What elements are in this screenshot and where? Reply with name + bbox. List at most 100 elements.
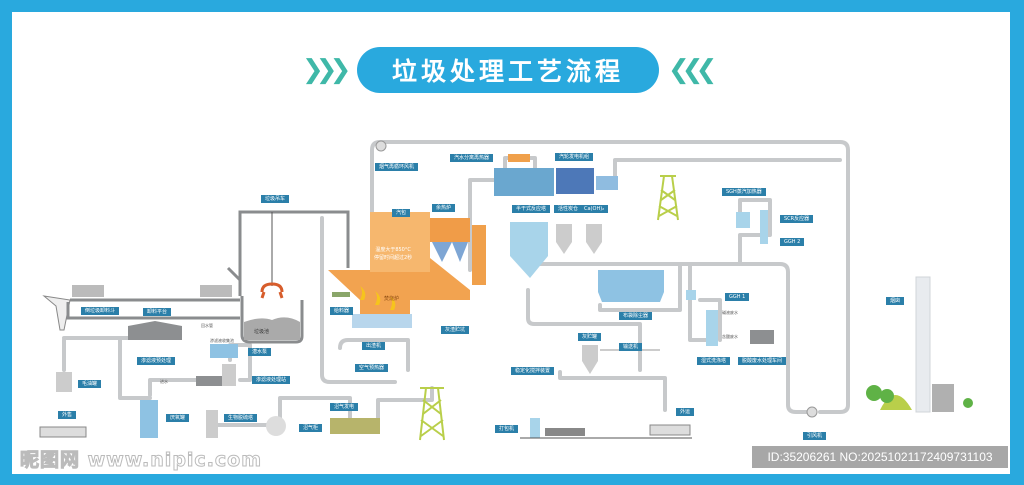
pipe-bag-out <box>598 262 682 312</box>
pipe-scrubber-loop <box>698 298 722 342</box>
pipe-boiler-loop2 <box>338 338 410 372</box>
chimney-scene <box>375 140 973 418</box>
label-ash-silo: 灰贮罐 <box>578 333 602 341</box>
chevron-right-icon: ❯❯❯ <box>302 55 351 85</box>
crane-structure <box>226 210 350 344</box>
pipe-scr-loop <box>738 198 772 266</box>
label-anaerobic-tank: 厌氧罐 <box>166 414 190 422</box>
pipe-main-horizontal <box>528 262 810 414</box>
label-semi-dry-reactor: 半干式反应塔 <box>512 205 551 213</box>
label-conveyor: 输送机 <box>619 343 643 351</box>
pipe-leachate-a <box>118 336 152 400</box>
ash-handling <box>520 345 692 439</box>
feeder-plate <box>332 292 350 297</box>
label-calcium-hydroxide: Ca(OH)₂ <box>580 205 609 213</box>
pipe-boiler-loop <box>320 216 397 384</box>
label-biogas-treatment: 生物脱硫塔 <box>224 414 258 422</box>
watermark-id: ID:35206261 NO:20251021172409731103 <box>752 446 1008 468</box>
label-slag-pit: 灰渣贮坑 <box>441 326 470 334</box>
boiler-body <box>370 212 430 272</box>
small-label-water: 回水管 <box>201 323 213 328</box>
leachate-pit <box>210 344 238 358</box>
label-slag-extractor: 出渣机 <box>362 342 386 350</box>
page-title: 垃圾处理工艺流程 <box>357 47 659 93</box>
packer-box <box>530 418 540 438</box>
small-label-waste-water: 含酸废水 <box>722 334 738 339</box>
incinerator <box>328 212 486 328</box>
pipe-top-loop <box>370 140 850 414</box>
label-activated-carbon: 活性炭仓 <box>554 205 583 213</box>
building <box>932 384 954 412</box>
label-leachate-pump: 潜水泵 <box>248 348 272 356</box>
label-turbine-generator: 汽轮发电机组 <box>555 153 594 161</box>
economizer <box>472 225 486 285</box>
pipe-bottom-ash <box>558 370 667 412</box>
label-garbage-pit: 垃圾池 <box>254 329 270 335</box>
small-label-acid-water: 碱液废水 <box>722 310 738 315</box>
label-wet-scrubber: 湿式洗涤塔 <box>697 357 731 365</box>
label-sgh-heater: SGH蒸汽加热器 <box>722 188 766 196</box>
biotreatment-tower <box>206 410 218 438</box>
pipe-turbine-out <box>613 158 842 180</box>
tree-icon <box>880 389 894 403</box>
label-feeder: 给料器 <box>330 307 354 315</box>
reactor-and-silos <box>510 222 602 278</box>
biogas-engine <box>330 418 380 434</box>
tanker-left <box>39 426 87 438</box>
label-bag-filter: 布袋除尘器 <box>619 312 653 320</box>
label-biogas-generator: 沼气发电 <box>330 403 359 411</box>
label-grab-crane: 垃圾吊车 <box>261 195 290 203</box>
small-label-inlet: 进水 <box>160 379 168 384</box>
recirculation-fan-icon <box>375 140 387 152</box>
leachate-area <box>39 344 380 438</box>
anaerobic-tank <box>140 400 158 438</box>
transmission-tower-bottom <box>419 387 445 441</box>
label-wastewater-plant: 脱酸废水处理车间 <box>738 357 787 365</box>
transmission-tower-top <box>657 175 679 221</box>
label-garbage-truck-unloading: 倒垃圾卸料斗 <box>81 307 120 315</box>
pipe-ggh-loop <box>688 262 712 342</box>
label-leachate-tank: 渗滤液收集池 <box>210 338 234 343</box>
label-leachate-station: 渗滤液处理站 <box>252 376 291 384</box>
label-scr-reactor: SCR反应器 <box>780 215 814 223</box>
unloading-platform <box>42 285 240 340</box>
turbine-unit <box>494 154 618 196</box>
label-furnace: 焚烧炉 <box>384 296 400 302</box>
leachate-plant <box>196 376 226 386</box>
label-packer: 打包机 <box>495 425 519 433</box>
label-leachate-pretreatment: 渗滤液预处理 <box>137 357 176 365</box>
watermark-logo: 昵图网 www.nipic.com <box>19 449 263 472</box>
label-superheater: 余热炉 <box>432 204 456 212</box>
pipe-reactor-down <box>526 288 642 372</box>
pretreatment-building <box>128 326 182 340</box>
garbage-pile <box>244 317 300 340</box>
label-air-preheater: 空气预热器 <box>355 364 389 372</box>
diesel-tank <box>56 372 72 392</box>
pipe-generator-tower <box>376 386 434 420</box>
chevron-left-icon: ❮❮❮ <box>668 55 717 85</box>
label-steam-drum: 汽包 <box>392 209 411 217</box>
flame-icons <box>360 286 396 310</box>
label-flue-gas-recirculation-fan: 烟气再循环风机 <box>375 163 419 171</box>
garbage-truck-left <box>72 285 104 297</box>
label-outbound: 外售 <box>58 411 77 419</box>
label-stabilization-mixer: 稳定化搅拌装置 <box>511 367 555 375</box>
leachate-tank <box>222 364 236 386</box>
label-chimney: 烟囱 <box>886 297 905 305</box>
label-ggh2: GGH 2 <box>780 238 805 246</box>
chimney <box>915 276 931 413</box>
tree-icon <box>963 398 973 408</box>
grate-columns <box>352 314 412 328</box>
label-export: 外运 <box>676 408 695 416</box>
tree-icon <box>866 385 882 401</box>
bag-filter <box>598 270 664 302</box>
induced-draft-fan-icon <box>806 406 818 418</box>
flatbed-truck <box>545 428 585 436</box>
garbage-truck-right <box>200 285 232 297</box>
superheater-box <box>430 218 470 242</box>
grab-claw-icon <box>260 282 284 299</box>
label-diesel-tank: 毛油罐 <box>78 380 102 388</box>
label-gas-holder: 沼气柜 <box>299 424 323 432</box>
